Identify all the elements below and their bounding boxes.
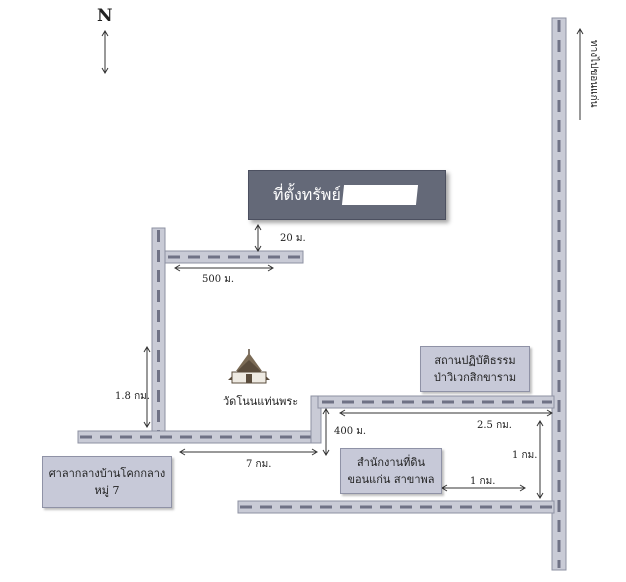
- landmark-monastery-line2: ป่าวิเวกสิกขาราม: [433, 371, 517, 384]
- north-arrow: [101, 30, 109, 74]
- road-property-access: [164, 250, 304, 264]
- landmark-village-hall: ศาลากลางบ้านโคกกลาง หมู่ 7: [42, 456, 172, 508]
- temple-icon: [228, 349, 270, 384]
- north-label: N: [97, 6, 113, 26]
- road-connector: [310, 395, 322, 444]
- redaction-mark: [341, 185, 418, 205]
- distance-label-20m: 20 ม.: [280, 233, 306, 244]
- distance-arrow-400m: [322, 408, 330, 456]
- distance-arrow-7km: [179, 448, 318, 456]
- distance-label-2-5km: 2.5 กม.: [477, 420, 512, 431]
- temple-label: วัดโนนแท่นพระ: [223, 395, 299, 408]
- distance-arrow-20m: [254, 224, 262, 252]
- landmark-village-hall-line2: หมู่ 7: [94, 484, 120, 497]
- distance-arrow-1km-vertical: [536, 420, 544, 499]
- highway-label: ทางไปขอนแก่น: [588, 40, 599, 108]
- road-left-vertical: [151, 227, 166, 441]
- landmark-land-office-line2: ขอนแก่น สาขาพล: [347, 473, 435, 486]
- distance-arrow-500m: [174, 264, 274, 272]
- distance-label-1-8km: 1.8 กม.: [115, 391, 150, 402]
- landmark-monastery: สถานปฏิบัติธรรม ป่าวิเวกสิกขาราม: [420, 346, 530, 392]
- distance-label-7km: 7 กม.: [246, 459, 272, 470]
- distance-arrow-1-8km: [143, 346, 151, 428]
- road-lower-horizontal: [77, 430, 319, 444]
- landmark-village-hall-line1: ศาลากลางบ้านโคกกลาง: [48, 467, 166, 480]
- road-middle-horizontal: [317, 395, 555, 409]
- distance-arrow-2-5km: [339, 409, 553, 417]
- road-highway: [551, 17, 567, 571]
- distance-arrow-1km-horizontal: [441, 484, 526, 492]
- distance-label-1km-horizontal: 1 กม.: [470, 476, 496, 487]
- landmark-land-office: สำนักงานที่ดิน ขอนแก่น สาขาพล: [340, 448, 442, 494]
- highway-direction-arrow: [576, 28, 584, 120]
- property-location-box: ที่ตั้งทรัพย์: [248, 170, 446, 220]
- property-label: ที่ตั้งทรัพย์: [273, 184, 341, 204]
- landmark-monastery-line1: สถานปฏิบัติธรรม: [434, 354, 516, 367]
- landmark-land-office-line1: สำนักงานที่ดิน: [356, 456, 426, 469]
- distance-label-500m: 500 ม.: [202, 274, 235, 285]
- distance-label-1km-vertical: 1 กม.: [512, 450, 538, 461]
- distance-label-400m: 400 ม.: [334, 426, 367, 437]
- road-bottom-horizontal: [237, 500, 555, 514]
